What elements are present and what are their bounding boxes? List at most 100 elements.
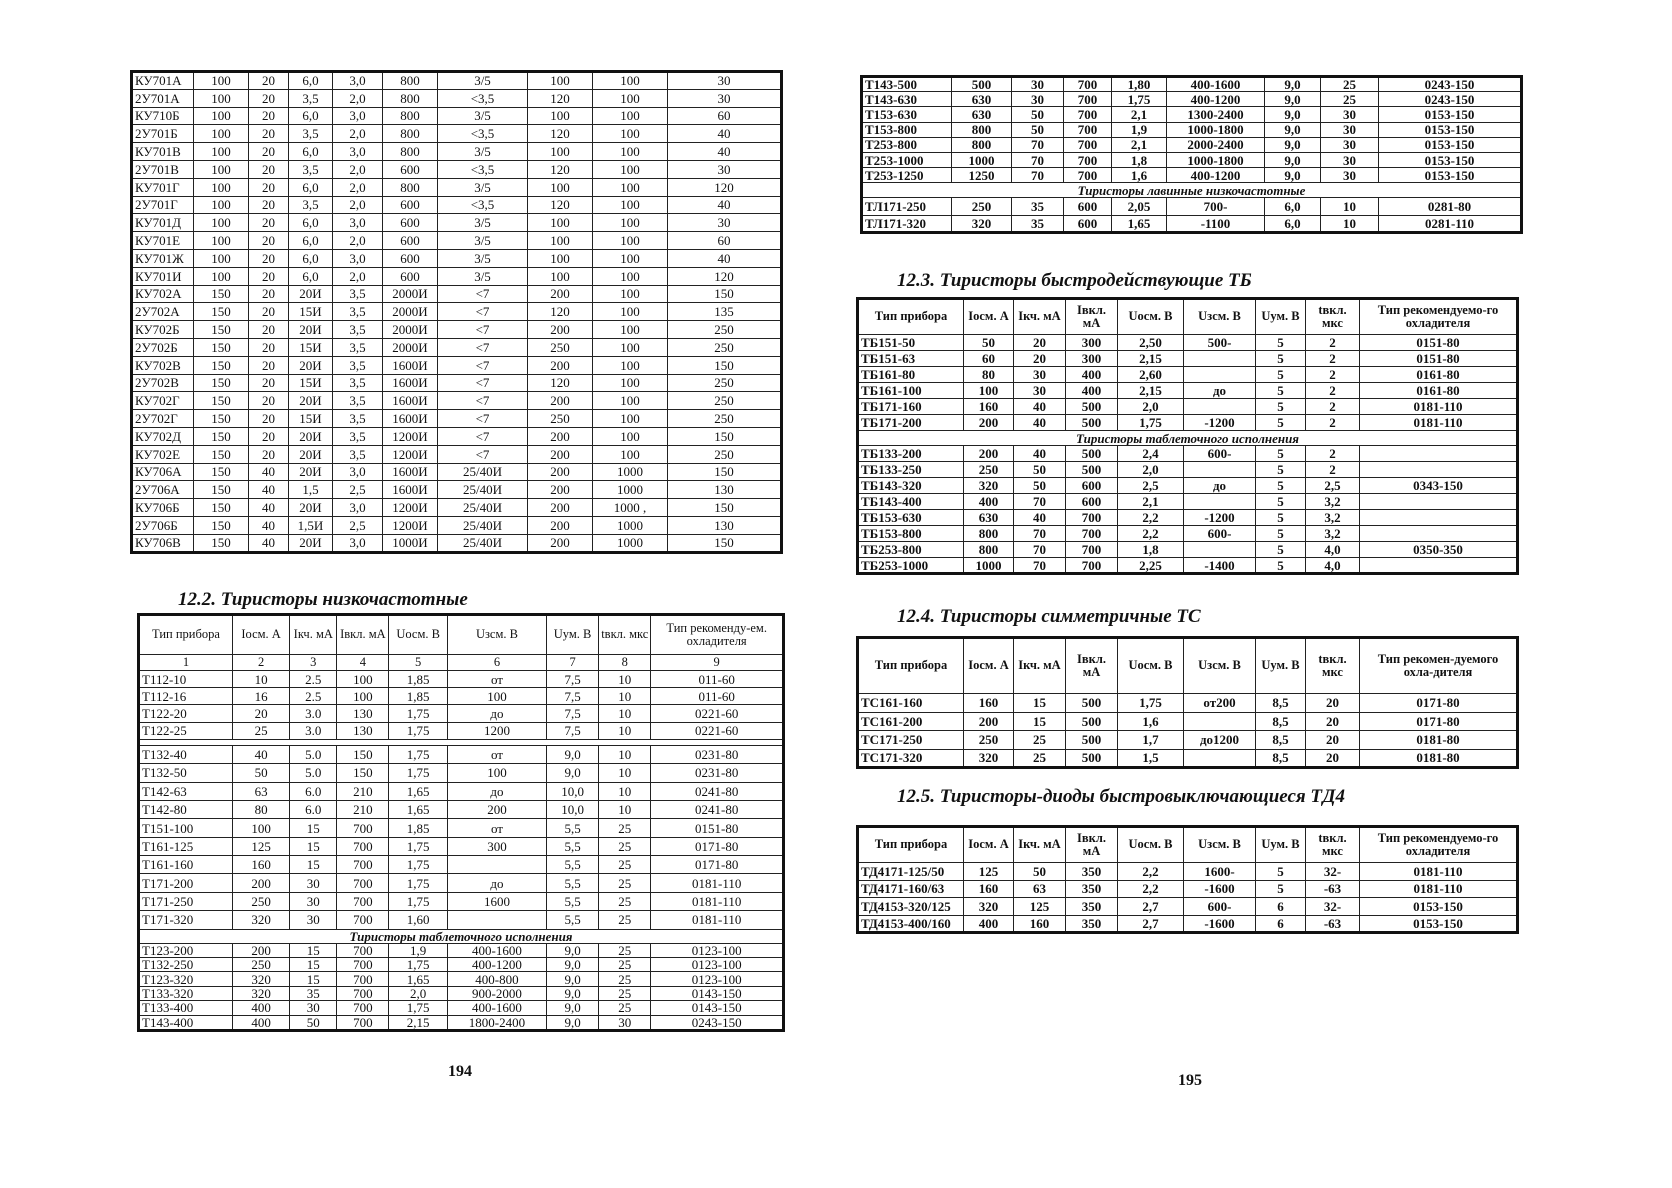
table-cell: 100 (592, 284, 668, 304)
column-header: 7 (546, 654, 600, 671)
table-cell: 7,5 (546, 687, 600, 706)
table-cell: 2,2 (1117, 509, 1184, 526)
table-cell: 0181-110 (1359, 414, 1518, 431)
device-type-cell: ТД4153-400/160 (857, 914, 964, 933)
table-cell: 210 (336, 799, 390, 820)
column-header: Iосм. А (963, 637, 1014, 694)
table-cell (1359, 509, 1518, 526)
table-cell: 10 (598, 781, 652, 801)
table-cell: 1,85 (388, 818, 448, 838)
device-type-cell: КУ702А (131, 284, 194, 304)
table-cell: 20И (288, 355, 333, 375)
table-cell (446, 855, 548, 875)
table-cell: 320 (963, 748, 1014, 768)
table-cell: 1,65 (388, 781, 448, 801)
column-header: Uзсм. В (446, 614, 548, 655)
table-cell: 100 (527, 177, 593, 197)
table-cell: 3,5 (332, 337, 383, 357)
table-cell: 250 (667, 337, 782, 357)
column-header: Тип прибора (857, 826, 964, 863)
table-cell: 40 (248, 515, 289, 535)
table-cell: 800 (951, 121, 1012, 138)
table-cell: 1600И (382, 355, 438, 375)
column-header: 2 (231, 654, 291, 671)
table-cell: 9,0 (546, 985, 600, 1002)
column-header: tвкл. мкс (598, 614, 652, 655)
table-cell: 100 (193, 71, 249, 90)
table-cell: 0153-150 (1378, 151, 1522, 169)
device-type-cell: Т142-80 (138, 799, 233, 820)
table-cell: 40 (1013, 509, 1066, 526)
table-cell: 10,0 (546, 799, 600, 820)
device-type-cell: 2У701Г (131, 195, 194, 215)
table-cell: 350 (1065, 862, 1118, 881)
table-cell: 3,5 (288, 159, 333, 179)
table-cell: 700 (1063, 167, 1112, 184)
table-cell: 5 (1255, 461, 1306, 478)
table-cell: 30 (1320, 151, 1379, 169)
table-cell: 400 (1065, 366, 1118, 383)
table-cell: 320 (963, 897, 1014, 916)
device-type-cell: 2У701Б (131, 124, 194, 144)
table-cell: 0181-80 (1359, 730, 1518, 750)
table-cell: 25 (598, 910, 652, 930)
table-cell: 100 (446, 687, 548, 706)
table-cell: 0151-80 (650, 818, 784, 838)
table-cell: 0143-150 (650, 985, 784, 1002)
table-cell: 40 (248, 533, 289, 553)
table-cell: 2000И (382, 302, 438, 322)
table-cell: 10 (231, 669, 291, 689)
table-cell: 1,75 (388, 836, 448, 857)
table-cell: 100 (592, 124, 668, 144)
table-cell: 700 (336, 1000, 390, 1016)
table-cell: 3,0 (332, 248, 383, 268)
table-cell: 100 (592, 231, 668, 250)
table-cell: от (446, 744, 548, 765)
table-cell: 200 (527, 480, 593, 500)
table-cell: 150 (336, 763, 390, 783)
table-cell: 160 (963, 398, 1014, 415)
table-cell: 150 (193, 391, 249, 411)
table-cell: 20 (248, 266, 289, 286)
table-cell: 2,0 (332, 177, 383, 197)
table-cell: 9,0 (1264, 136, 1321, 153)
table-cell: 400 (963, 493, 1014, 510)
device-type-cell: Т253-1000 (861, 151, 952, 169)
table-cell: 150 (667, 462, 782, 482)
table-cell: 160 (231, 855, 291, 875)
table-cell: 1,5И (288, 515, 333, 535)
table-cell: 25 (598, 855, 652, 875)
table-cell: 200 (527, 515, 593, 535)
table-cell: 250 (231, 891, 291, 912)
table-cell: 100 (592, 426, 668, 446)
table-cell: 200 (527, 498, 593, 517)
table-cell: 3,5 (332, 284, 383, 304)
table-cell: 5 (1255, 334, 1306, 351)
table-cell: 15И (288, 302, 333, 322)
table-cell: 1,75 (388, 1000, 448, 1016)
table-cell: <3,5 (437, 88, 528, 108)
table-cell: 9,0 (546, 1014, 600, 1031)
column-header: Iкч. мА (1013, 637, 1066, 694)
table-cell: 150 (193, 373, 249, 393)
page-number-right: 195 (1178, 1072, 1202, 1089)
table-cell: 200 (963, 711, 1014, 731)
table-cell: 700 (336, 836, 390, 857)
column-header: Тип прибора (857, 298, 964, 335)
table-cell: 100 (527, 231, 593, 250)
